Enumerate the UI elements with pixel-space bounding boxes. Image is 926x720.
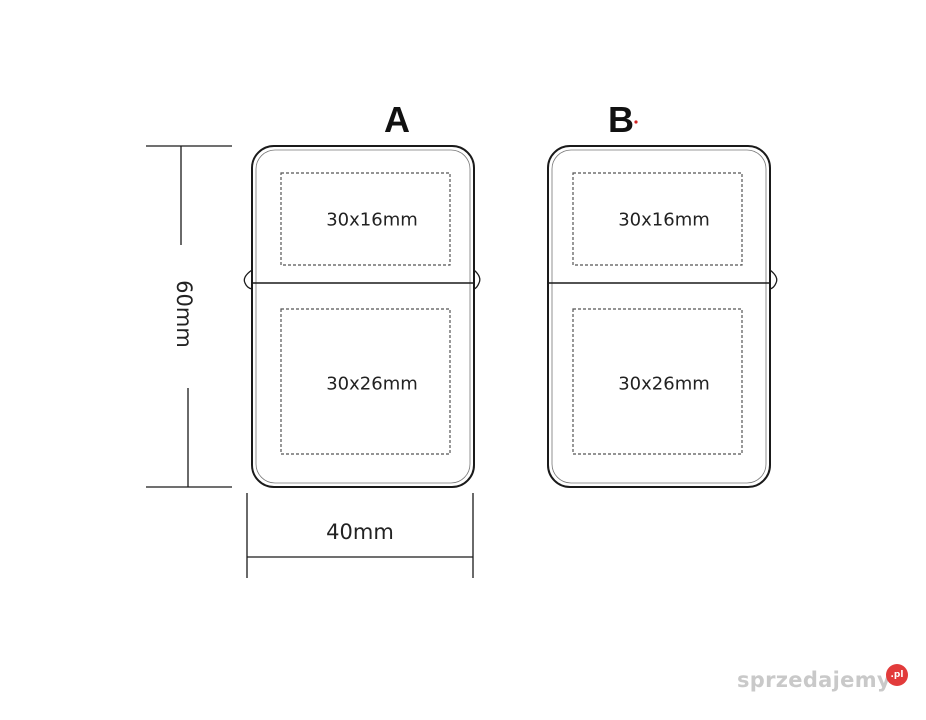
watermark-logo: sprzedajemy	[737, 668, 891, 692]
lighter-a-inner-outline	[255, 149, 471, 484]
lighter-b-zone-bottom	[572, 308, 743, 455]
lighter-b-hinge-right	[769, 269, 778, 290]
variant-a-zone-bottom-label: 30x26mm	[326, 373, 418, 395]
variant-a-zone-top-label: 30x16mm	[326, 209, 418, 231]
lighter-a-hinge-right	[473, 269, 481, 290]
variant-a-label: A	[384, 99, 410, 140]
watermark-badge: .pl	[886, 664, 908, 686]
lighter-a-zone-top	[280, 172, 451, 266]
lighter-a	[243, 145, 481, 488]
lighter-a-hinge-left	[243, 269, 253, 290]
lighter-a-body	[251, 145, 475, 488]
width-label: 40mm	[326, 520, 394, 544]
lighter-b	[547, 145, 778, 488]
variant-b-zone-top-label: 30x16mm	[618, 209, 710, 231]
lighter-b-body	[547, 145, 771, 488]
lighter-a-zone-bottom	[280, 308, 451, 455]
width-dimension	[246, 493, 474, 578]
height-label: 60mm	[172, 280, 196, 348]
variant-b-zone-bottom-label: 30x26mm	[618, 373, 710, 395]
variant-b-label: B	[608, 99, 634, 140]
height-dimension	[146, 145, 232, 488]
variant-b-marker	[634, 120, 638, 124]
lighter-b-zone-top	[572, 172, 743, 266]
lighter-b-inner-outline	[551, 149, 767, 484]
